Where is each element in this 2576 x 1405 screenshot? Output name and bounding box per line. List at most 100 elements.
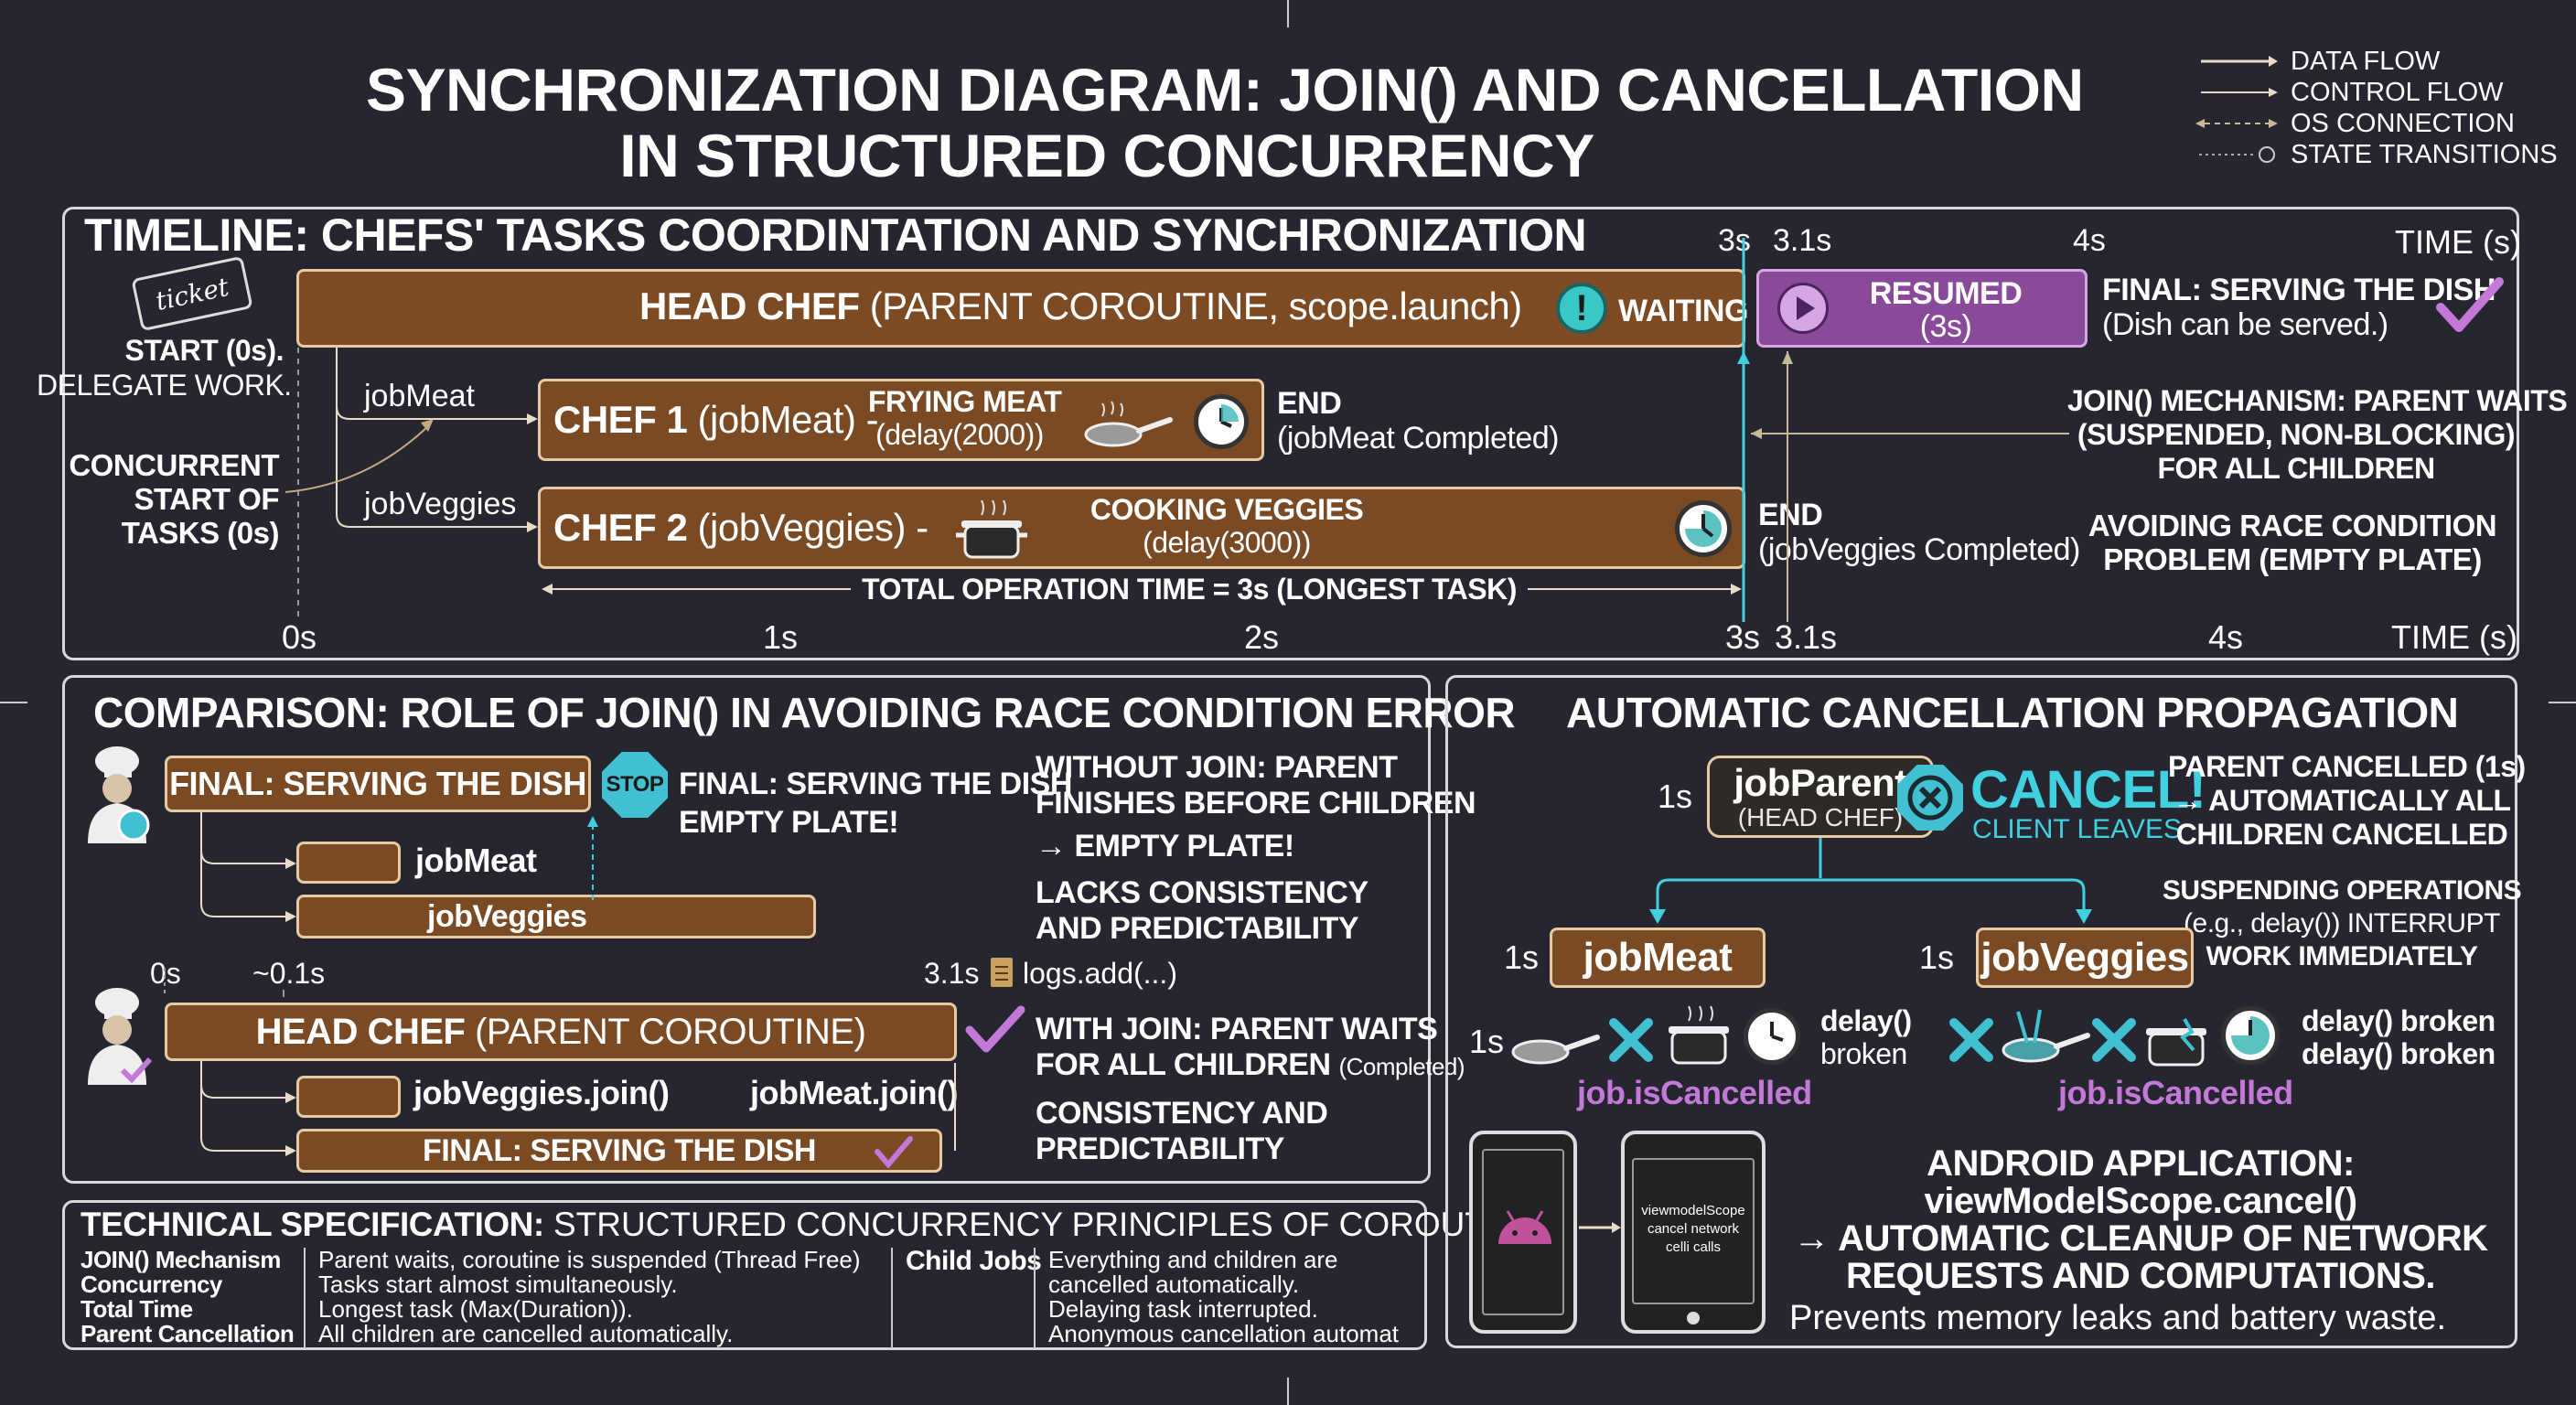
- head-chef-bar: HEAD CHEF (PARENT COROUTINE, scope.launc…: [296, 269, 1748, 348]
- jobveggies-time: 1s: [1919, 938, 1955, 976]
- jobmeat-branch-label: jobMeat: [364, 379, 475, 413]
- empty-plate-label: FINAL: SERVING THE DISH EMPTY PLATE!: [679, 767, 1072, 840]
- comparison-title: COMPARISON: ROLE OF JOIN() IN AVOIDING R…: [93, 689, 1516, 736]
- frying-delay: (delay(2000)): [875, 418, 1044, 451]
- page-title: SYNCHRONIZATION DIAGRAM: JOIN() AND CANC…: [366, 56, 2084, 189]
- android-robot-icon: [1498, 1210, 1551, 1244]
- cancel-label: CANCEL!: [1970, 760, 2206, 820]
- head-chef-bar-comparison: HEAD CHEF (PARENT COROUTINE): [165, 1003, 957, 1061]
- chef2-bar: CHEF 2 (jobVeggies) - COOKING VEGGIES (d…: [538, 487, 1745, 569]
- final-serving-bar-bottom: FINAL: SERVING THE DISH: [296, 1129, 942, 1173]
- cooking-delay: (delay(3000)): [1143, 526, 1311, 559]
- title-line-2: IN STRUCTURED CONCURRENCY: [619, 122, 1594, 189]
- avoid-race-note: AVOIDING RACE CONDITION PROBLEM (EMPTY P…: [2088, 509, 2497, 576]
- jobveggies-branch-label: jobVeggies: [364, 487, 517, 521]
- checkmark-icon: [2436, 277, 2504, 332]
- chef-avatar-icon: [88, 988, 153, 1085]
- os-connection-arrow-icon: [2195, 119, 2278, 128]
- jobveggies-cancel-box: jobVeggies: [1976, 928, 2194, 988]
- end1-label: END (jobMeat Completed): [1277, 386, 1559, 456]
- cancellation-title: AUTOMATIC CANCELLATION PROPAGATION: [1566, 689, 2459, 736]
- icons-time: 1s: [1469, 1023, 1505, 1060]
- axis-2s: 2s: [1244, 618, 1280, 656]
- cooking-pot-icon: [956, 499, 1027, 559]
- spec-divider: [1034, 1248, 1036, 1348]
- spec-divider: [891, 1248, 893, 1348]
- axis-1s: 1s: [763, 618, 799, 656]
- parent-time: 1s: [1658, 778, 1693, 815]
- resumed-box: RESUMED (3s): [1756, 269, 2088, 348]
- chef1-bar: CHEF 1 (jobMeat) - FRYING MEAT (delay(20…: [538, 379, 1264, 461]
- checkmark-icon: [875, 1136, 913, 1169]
- jobmeat-time: 1s: [1504, 938, 1540, 976]
- total-operation-time: TOTAL OPERATION TIME = 3s (LONGEST TASK): [851, 573, 1528, 606]
- frying-pan-icon: [1511, 1035, 1600, 1065]
- jobveggies-small-bar: [296, 1076, 401, 1118]
- comparison-t31: 3.1s: [924, 957, 980, 990]
- legend-item-control-flow: CONTROL FLOW: [2195, 77, 2561, 108]
- waiting-icon: !: [1556, 283, 1607, 334]
- legend-item-data-flow: DATA FLOW: [2195, 46, 2561, 77]
- clock-icon: [2221, 1006, 2280, 1065]
- end2-label: END (jobVeggies Completed): [1758, 498, 2080, 567]
- jobmeat-small-bar: [296, 842, 401, 884]
- concurrent-start-label: CONCURRENT START OF TASKS (0s): [69, 448, 279, 550]
- resumed-time: (3s): [1919, 309, 1972, 344]
- state-transition-icon: [2199, 146, 2275, 163]
- is-cancelled-label: job.isCancelled: [2058, 1074, 2293, 1111]
- comparison-t01: ~0.1s: [252, 957, 326, 990]
- spec-panel: [62, 1200, 1427, 1350]
- child-jobs-key: Child Jobs: [906, 1246, 1042, 1276]
- is-cancelled-label: job.isCancelled: [1577, 1074, 1812, 1111]
- play-icon: [1777, 283, 1829, 334]
- android-note: ANDROID APPLICATION: viewModelScope.canc…: [1793, 1143, 2488, 1296]
- cancel-x-icon: [1897, 765, 1963, 831]
- logs-add-label: logs.add(...): [1023, 957, 1177, 990]
- clock-icon: [1194, 394, 1249, 449]
- phone-screen-icon: viewmodelScope cancel network celli call…: [1621, 1131, 1766, 1334]
- play-triangle-icon: [1797, 296, 1815, 320]
- legend: DATA FLOW CONTROL FLOW OS CONNECTION STA…: [2195, 46, 2561, 170]
- title-line-1: SYNCHRONIZATION DIAGRAM: JOIN() AND CANC…: [366, 56, 2084, 123]
- child-jobs-values: Everything and children are cancelled au…: [1048, 1248, 1400, 1346]
- axis-3-1s: 3.1s: [1775, 618, 1838, 656]
- client-leaves-label: CLIENT LEAVES: [1972, 814, 2182, 844]
- delay-broken-label: delay() broken: [1820, 1004, 1912, 1070]
- jobmeat-label: jobMeat: [415, 842, 537, 879]
- chef2-label: CHEF 2 (jobVeggies) -: [553, 506, 928, 549]
- legend-item-os-connection: OS CONNECTION: [2195, 108, 2561, 139]
- spec-title: TECHNICAL SPECIFICATION: STRUCTURED CONC…: [80, 1206, 1565, 1243]
- axis-4s: 4s: [2208, 618, 2244, 656]
- broken-pan-icon: [2002, 1009, 2090, 1063]
- head-chef-label: HEAD CHEF (PARENT COROUTINE, scope.launc…: [639, 284, 1522, 327]
- with-join-note: WITH JOIN: PARENT WAITS FOR ALL CHILDREN…: [1036, 1012, 1465, 1166]
- cancel-x-icon: [1949, 1018, 1993, 1062]
- cancel-x-icon: [1609, 1018, 1653, 1062]
- chef-avatar-icon: [88, 746, 150, 843]
- suspending-note: SUSPENDING OPERATIONS (e.g., delay()) IN…: [2162, 875, 2522, 971]
- chef1-label: CHEF 1 (jobMeat) -: [553, 398, 879, 441]
- join-mechanism-note: JOIN() MECHANISM: PARENT WAITS (SUSPENDE…: [2067, 384, 2568, 485]
- cooking-pot-icon: [1669, 1005, 1729, 1065]
- data-flow-arrow-icon: [2201, 56, 2278, 67]
- axis-3s: 3s: [1725, 618, 1761, 656]
- jobveggies-bar: jobVeggies: [296, 895, 816, 938]
- broken-pot-icon: [2146, 1018, 2206, 1067]
- frying-label: FRYING MEAT: [868, 385, 1062, 418]
- timeline-panel: [62, 207, 2519, 660]
- clock-icon: [1744, 1008, 1800, 1065]
- axis-0s: 0s: [282, 618, 317, 656]
- cancel-x-icon: [2092, 1018, 2136, 1062]
- prevents-note: Prevents memory leaks and battery waste.: [1789, 1299, 2447, 1337]
- frying-pan-icon: [1084, 401, 1173, 447]
- job-parent-box: jobParent (HEAD CHEF): [1707, 756, 1934, 838]
- start-label: START (0s). DELEGATE WORK.: [37, 334, 292, 402]
- spec-values: Parent waits, coroutine is suspended (Th…: [318, 1246, 861, 1347]
- top-axis-4s: 4s: [2073, 223, 2106, 258]
- delay-broken-list: delay() broken delay() broken: [2302, 1004, 2496, 1070]
- top-axis-time: TIME (s): [2395, 223, 2521, 261]
- parent-cancelled-note: PARENT CANCELLED (1s) → AUTOMATICALLY AL…: [2168, 750, 2526, 851]
- top-axis-3s: 3s: [1718, 223, 1751, 258]
- final-serving-label: FINAL: SERVING THE DISH (Dish can be ser…: [2102, 273, 2496, 342]
- cancellation-panel: [1445, 675, 2517, 1348]
